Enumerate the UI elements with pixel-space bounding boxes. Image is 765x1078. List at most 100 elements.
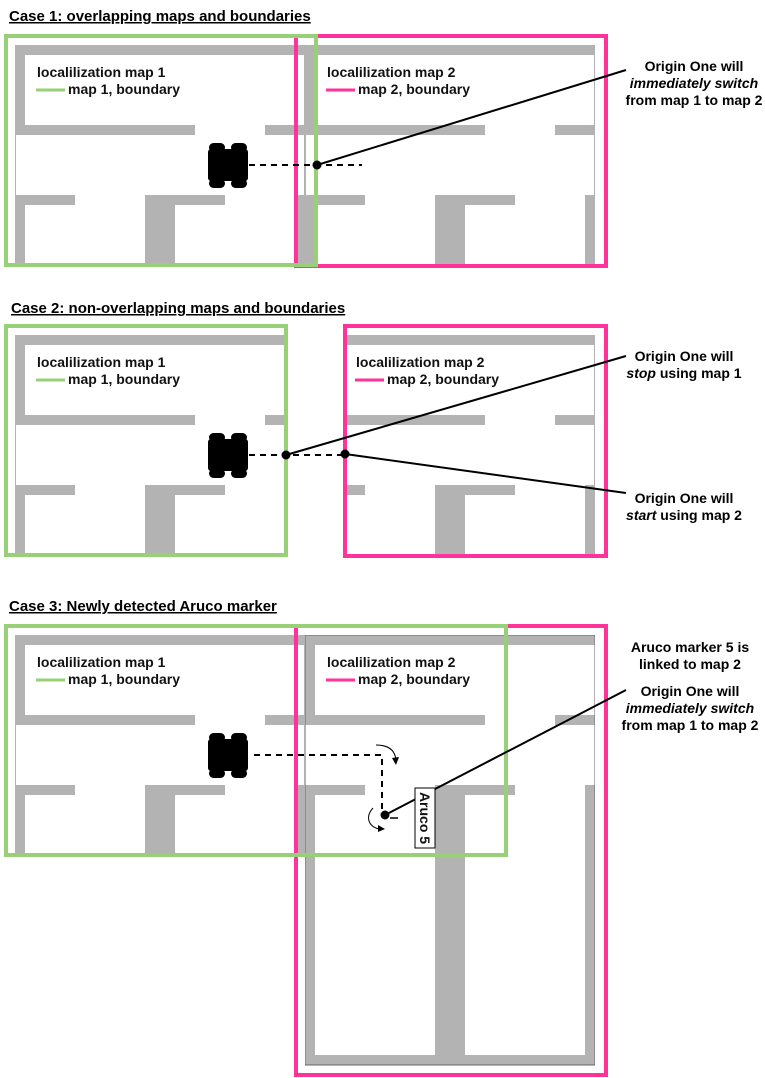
floorplan-walls [305, 335, 595, 556]
wall [15, 195, 75, 205]
wall [305, 195, 365, 205]
note-text: Aruco marker 5 is [631, 639, 749, 655]
wall [15, 635, 305, 645]
wall [345, 335, 595, 345]
map-1-label-group: localilization map 1 map 1, boundary [36, 354, 180, 387]
wall [555, 125, 595, 135]
case-3-title: Case 3: Newly detected Aruco marker [9, 598, 277, 615]
wall [15, 125, 195, 135]
wall [435, 785, 515, 795]
map-1-floorplan [15, 45, 305, 266]
robot-wheel [209, 179, 225, 188]
note-text: start [626, 507, 658, 523]
robot-wheel [209, 469, 225, 478]
note-text: linked to map 2 [639, 656, 741, 672]
map-2-floorplan [305, 335, 595, 556]
note-text: immediately switch [630, 75, 758, 91]
wall [15, 785, 25, 855]
robot-wheel [209, 433, 225, 442]
wall [265, 415, 286, 425]
robot-wheel [231, 433, 247, 442]
wall [265, 125, 305, 135]
note-text: Origin One will [641, 683, 740, 699]
robot-path [254, 754, 383, 815]
wall [435, 785, 465, 1065]
map-1-boundary [4, 324, 288, 557]
robot-wheel [231, 733, 247, 742]
wall [145, 195, 225, 205]
robot-body [208, 739, 248, 771]
note-text: using map 2 [656, 507, 742, 523]
wall [145, 785, 175, 855]
note-text: Origin One will [635, 490, 734, 506]
note-text: from map 1 to map 2 [626, 92, 763, 108]
map-2-name: localilization map 2 [327, 64, 456, 80]
case-2-title: Case 2: non-overlapping maps and boundar… [11, 300, 345, 317]
wall [305, 485, 315, 555]
note-text: using map 1 [656, 365, 742, 381]
map-1-name: localilization map 1 [37, 64, 166, 80]
aruco-marker-label: Aruco 5 [417, 792, 433, 844]
map-1-name: localilization map 1 [37, 354, 166, 370]
wall [145, 485, 225, 495]
floorplan-walls [15, 635, 305, 856]
wall [15, 785, 75, 795]
wall [345, 485, 365, 495]
map-2-name: localilization map 2 [356, 354, 485, 370]
wall [305, 125, 485, 135]
map-2-label-group: localilization map 2 map 2, boundary [326, 654, 470, 687]
turn-arrow-1-head [392, 757, 399, 765]
map-2-boundary [294, 34, 608, 268]
note-text: stop [626, 365, 656, 381]
map-area [345, 335, 595, 556]
map-1-floorplan [15, 635, 305, 856]
wall [295, 485, 305, 555]
note-text: from map 1 to map 2 [622, 717, 759, 733]
wall [345, 415, 485, 425]
robot-icon [208, 143, 248, 188]
wall [305, 45, 315, 135]
wall [435, 485, 515, 495]
wall [305, 785, 315, 1065]
robot-wheel [231, 769, 247, 778]
wall [15, 635, 25, 725]
wall [145, 485, 175, 555]
map-2-label-group: localilization map 2 map 2, boundary [355, 354, 499, 387]
aruco-marker: Aruco 5 [414, 787, 436, 849]
wall [585, 195, 595, 265]
map-1-legend-label: map 1, boundary [68, 371, 180, 387]
wall [15, 335, 25, 425]
case-1: Case 1: overlapping maps and boundaries … [4, 8, 763, 268]
wall [555, 415, 595, 425]
callout-line [316, 69, 627, 166]
wall [15, 335, 286, 345]
map-1-name: localilization map 1 [37, 654, 166, 670]
wall [305, 635, 595, 645]
map-2-boundary [343, 324, 608, 558]
robot-wheel [209, 143, 225, 152]
map-2-floorplan [305, 45, 595, 266]
note-text: immediately switch [626, 700, 754, 716]
wall [585, 785, 595, 1065]
wall [145, 785, 225, 795]
map-1-legend-label: map 1, boundary [68, 671, 180, 687]
wall [305, 335, 315, 425]
aruco-marker-box [414, 787, 436, 849]
robot-icon [208, 733, 248, 778]
wall [15, 485, 75, 495]
wall [435, 485, 465, 555]
wall [305, 45, 595, 55]
case-3: Case 3: Newly detected Aruco marker loca… [4, 598, 759, 1077]
wall [295, 195, 305, 265]
map-1-label-group: localilization map 1 map 1, boundary [36, 64, 180, 97]
map-1-boundary [4, 34, 318, 267]
note-text: Origin One will [645, 58, 744, 74]
map-2-legend-label: map 2, boundary [358, 671, 470, 687]
robot-wheel [231, 469, 247, 478]
robot-body [208, 439, 248, 471]
map-2-label-group: localilization map 2 map 2, boundary [326, 64, 470, 97]
robot-wheel [231, 143, 247, 152]
